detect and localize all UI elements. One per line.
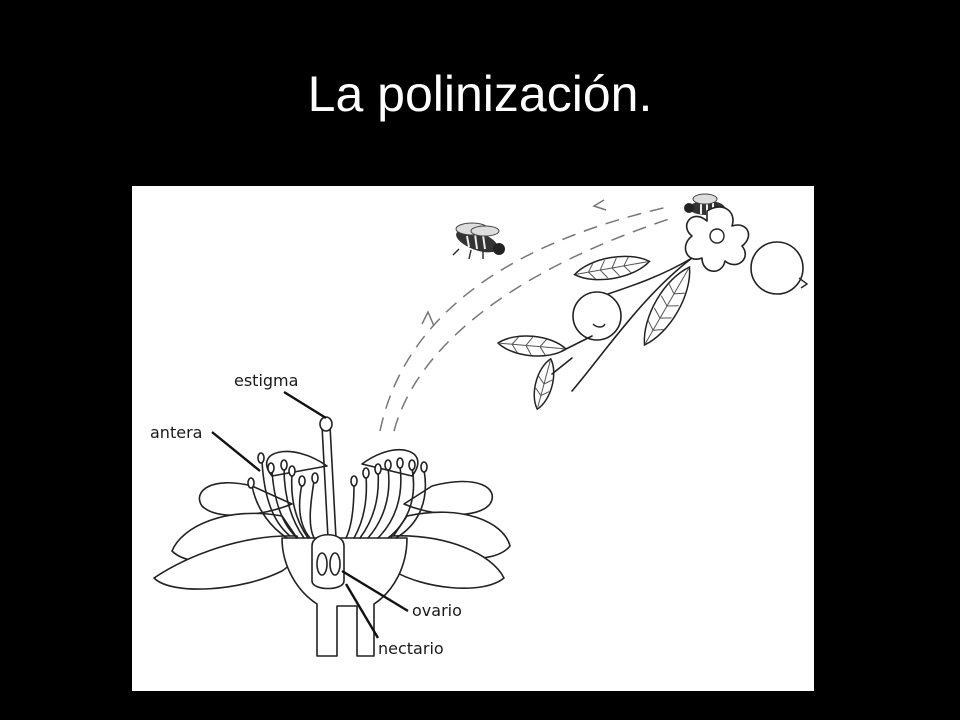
leaf-2	[643, 265, 691, 347]
petal-back-left	[198, 482, 293, 517]
petal-back-right	[403, 480, 493, 516]
ovule-right	[329, 552, 341, 576]
pollination-diagram: estigma antera ovario nectario	[150, 193, 809, 658]
label-nectary: nectario	[378, 639, 444, 658]
stigma-head	[319, 416, 333, 432]
label-stigma: estigma	[234, 371, 298, 390]
fruit-small	[572, 291, 622, 341]
leaf-stems	[551, 335, 593, 375]
leaf-4	[533, 357, 555, 411]
nectary-leader	[344, 583, 380, 639]
branch-stem	[571, 257, 693, 392]
arrowhead-top	[592, 199, 607, 211]
stigma-leader	[283, 390, 327, 420]
flight-arrow-inner	[393, 217, 673, 432]
branch-stem-2	[601, 257, 693, 297]
fruit-branch	[496, 206, 809, 411]
leaf-3	[496, 335, 568, 357]
flower-cross-section	[153, 416, 511, 657]
stamens-left	[247, 452, 319, 539]
arrowhead-left	[421, 310, 435, 327]
stamens-right	[345, 457, 428, 539]
ovary-leader	[341, 569, 409, 613]
label-anther: antera	[150, 423, 202, 442]
fruit-large	[750, 241, 809, 295]
flight-arrow-outer	[379, 205, 673, 432]
anther-leader	[211, 431, 261, 472]
bee-flying	[452, 222, 505, 260]
label-ovary: ovario	[412, 601, 462, 620]
leaf-1	[573, 255, 651, 281]
petal-top-left	[265, 450, 328, 477]
slide-title: La polinización.	[307, 66, 653, 122]
small-flower	[684, 206, 750, 272]
diagram-panel: estigma antera ovario nectario	[132, 186, 814, 691]
pistil-style	[321, 425, 337, 539]
ovule-left	[316, 552, 328, 576]
